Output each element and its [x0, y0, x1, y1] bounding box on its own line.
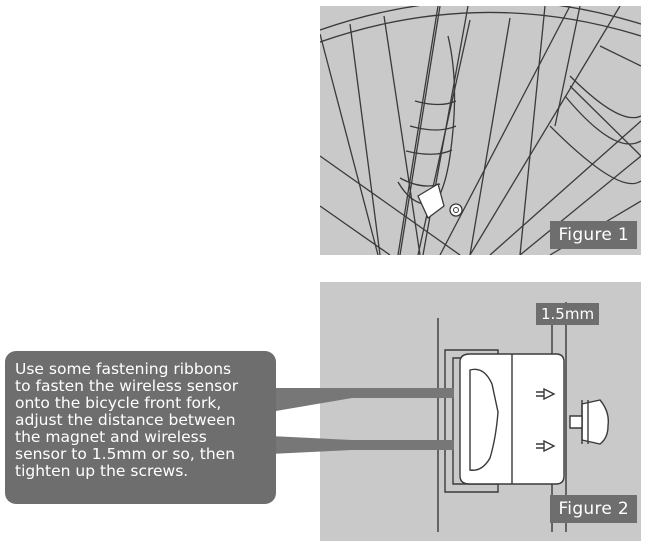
- sensor-magnet-illustration: [350, 302, 610, 532]
- sensor-icon: [417, 183, 463, 220]
- figure-1-label: Figure 1: [550, 221, 637, 249]
- figure-2-label: Figure 2: [550, 495, 637, 523]
- gap-label: 1.5mm: [536, 303, 600, 325]
- callout-pointers: [270, 388, 352, 454]
- instruction-callout: Use some fastening ribbons to fasten the…: [5, 351, 276, 504]
- figure-1-panel: Figure 1: [320, 6, 641, 255]
- wheel-sensor-illustration: [320, 6, 641, 255]
- ribbon-top: [350, 388, 454, 398]
- ribbon-bottom: [350, 440, 454, 450]
- figure-2-panel: 1.5mm Figure 2: [320, 282, 641, 541]
